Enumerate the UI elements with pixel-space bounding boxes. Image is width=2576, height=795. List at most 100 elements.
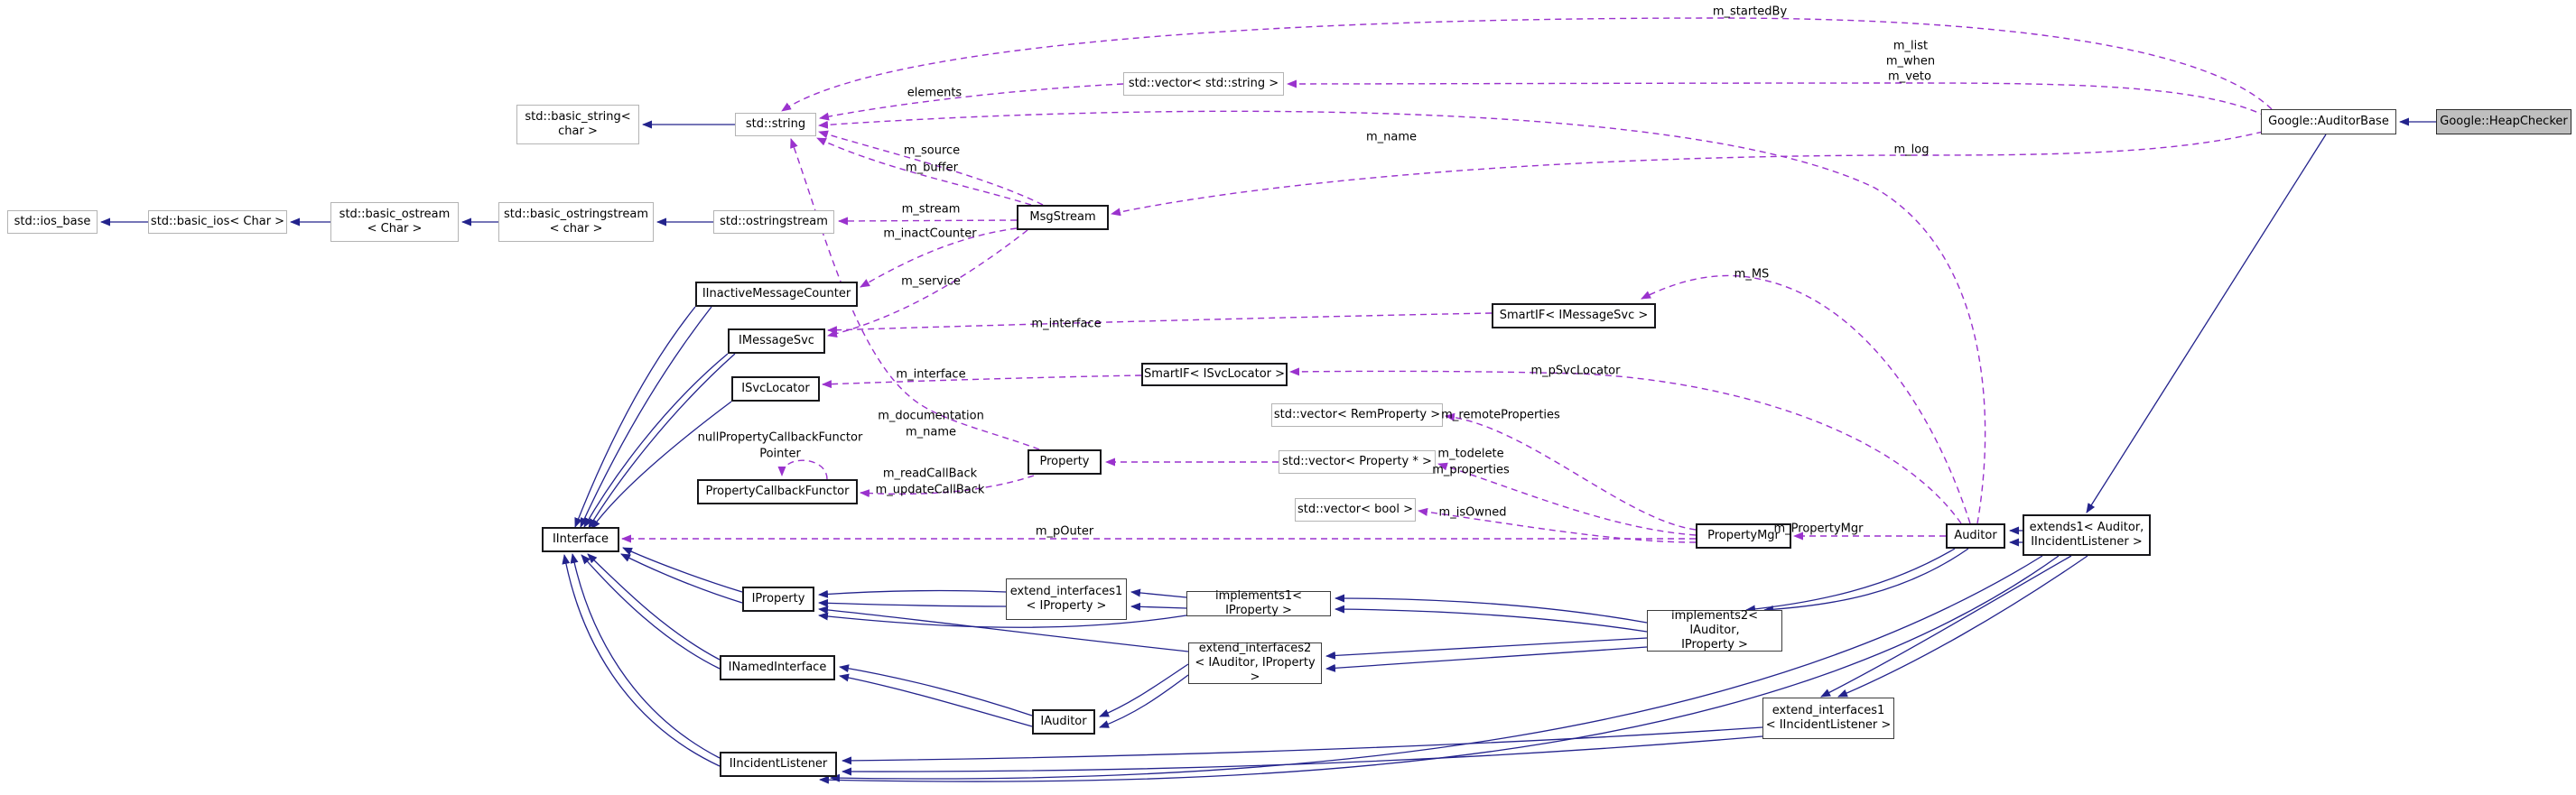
class-box-implements1-iproperty[interactable]: implements1< IProperty >	[1186, 589, 1331, 617]
class-box-google-heapchecker[interactable]: Google::HeapChecker	[2436, 109, 2571, 134]
usage-edge	[827, 312, 1493, 335]
inheritance-edge	[583, 353, 729, 528]
class-box-ios-base[interactable]: std::ios_base	[7, 210, 98, 234]
inheritance-edge	[842, 735, 1763, 776]
edge-label-m-updatecallback: m_updateCallBack	[875, 483, 985, 497]
inheritance-edge	[1837, 555, 2088, 698]
inheritance-edge	[574, 306, 696, 528]
inheritance-edge	[818, 598, 1007, 607]
class-box-iauditor[interactable]: IAuditor	[1032, 709, 1095, 735]
usage-edge	[819, 83, 1124, 121]
usage-edge	[781, 17, 2273, 112]
inheritance-edge	[1325, 646, 1648, 672]
class-box-iproperty[interactable]: IProperty	[742, 587, 814, 612]
class-box-extends1[interactable]: extends1< Auditor, IIncidentListener >	[2023, 514, 2151, 556]
class-box-implements2[interactable]: implements2< IAuditor, IProperty >	[1647, 609, 1782, 652]
usage-edge	[838, 217, 1018, 226]
usage-edge	[777, 459, 828, 480]
edge-label-m-todelete: m_todelete	[1437, 447, 1504, 461]
class-box-vector-bool[interactable]: std::vector< bool >	[1295, 498, 1416, 522]
class-box-smartif-imessagesvc[interactable]: SmartIF< IMessageSvc >	[1492, 303, 1656, 328]
class-box-propertycallbackfunctor[interactable]: PropertyCallbackFunctor	[697, 479, 858, 504]
edge-label-elements-top: elements	[907, 86, 963, 100]
usage-edge	[816, 137, 1032, 206]
inheritance-edge	[842, 726, 1763, 765]
edge-label-nullpcf-line2: Pointer	[759, 447, 801, 461]
edge-label-m-source: m_source	[903, 143, 961, 158]
edge-label-m-stream: m_stream	[901, 202, 961, 217]
class-box-vector-string[interactable]: std::vector< std::string >	[1123, 72, 1284, 96]
inheritance-edge	[818, 589, 1007, 598]
class-box-basic-ios[interactable]: std::basic_ios< Char >	[148, 210, 287, 234]
edge-label-m-veto: m_veto	[1888, 69, 1931, 84]
edge-label-m-pouter: m_pOuter	[1035, 524, 1094, 539]
edge-label-m-startedby: m_startedBy	[1712, 5, 1788, 19]
edge-label-m-list: m_list	[1892, 39, 1929, 53]
usage-edge	[860, 475, 1035, 498]
inheritance-edge	[1820, 555, 2072, 698]
class-box-inamedinterface[interactable]: INamedInterface	[720, 655, 835, 680]
class-box-iincidentlistener[interactable]: IIncidentListener	[720, 752, 837, 777]
class-box-auditor[interactable]: Auditor	[1946, 523, 2005, 549]
inheritance-edge	[620, 553, 743, 604]
usage-edge	[860, 227, 1018, 288]
usage-edge	[822, 374, 1142, 389]
inheritance-edge	[839, 673, 1033, 727]
edge-label-m-propertymgr: m_PropertyMgr	[1773, 522, 1864, 536]
class-box-google-auditorbase[interactable]: Google::AuditorBase	[2261, 109, 2396, 134]
edge-label-m-inactcounter: m_inactCounter	[883, 226, 977, 241]
usage-edge	[1418, 507, 1697, 543]
class-box-basic-ostream[interactable]: std::basic_ostream < Char >	[330, 202, 459, 242]
class-box-vector-remproperty[interactable]: std::vector< RemProperty >	[1271, 403, 1443, 427]
inheritance-edge	[1325, 637, 1648, 660]
class-box-imessagesvc[interactable]: IMessageSvc	[728, 328, 825, 354]
class-box-extend-interfaces2[interactable]: extend_interfaces2 < IAuditor, IProperty…	[1188, 642, 1322, 684]
class-box-property[interactable]: Property	[1028, 449, 1102, 475]
class-box-smartif-isvclocator[interactable]: SmartIF< ISvcLocator >	[1141, 363, 1288, 386]
usage-edge	[818, 110, 1986, 524]
inheritance-edge	[2086, 134, 2327, 513]
edge-label-m-log: m_log	[1893, 143, 1930, 157]
edge-label-m-buffer: m_buffer	[906, 161, 958, 175]
edge-label-m-remoteproperties: m_remoteProperties	[1441, 408, 1560, 422]
class-box-msgstream[interactable]: MsgStream	[1017, 205, 1109, 230]
edge-label-m-service: m_service	[901, 274, 961, 289]
edge-label-m-readcallback: m_readCallBack	[882, 467, 978, 481]
class-box-iinterface[interactable]: IInterface	[542, 527, 619, 552]
class-box-string[interactable]: std::string	[735, 113, 816, 136]
edge-label-m-when: m_when	[1885, 54, 1936, 69]
inheritance-edge	[588, 353, 736, 529]
edge-label-m-interface-2: m_interface	[896, 367, 966, 382]
class-box-vector-property-ptr[interactable]: std::vector< Property * >	[1279, 450, 1436, 474]
edge-label-m-properties: m_properties	[1432, 463, 1510, 477]
inheritance-edge	[1763, 548, 1969, 614]
inheritance-edge	[562, 554, 721, 767]
inheritance-edge	[587, 553, 721, 661]
inheritance-edge	[580, 306, 712, 528]
class-box-ostringstream[interactable]: std::ostringstream	[713, 210, 834, 234]
inheritance-edge	[830, 555, 2043, 782]
class-box-propertymgr[interactable]: PropertyMgr	[1696, 523, 1791, 549]
inheritance-edge	[622, 547, 743, 593]
class-box-basic-ostringstream[interactable]: std::basic_ostringstream < char >	[498, 202, 654, 242]
usage-edge	[1437, 462, 1697, 536]
class-box-isvclocator[interactable]: ISvcLocator	[731, 376, 820, 402]
usage-edge	[1641, 274, 1971, 524]
class-box-extend-interfaces1-iincidentlistener[interactable]: extend_interfaces1 < IIncidentListener >	[1762, 698, 1894, 739]
edge-label-m-name-mid: m_name	[905, 425, 957, 439]
class-box-extend-interfaces1-iproperty[interactable]: extend_interfaces1 < IProperty >	[1006, 578, 1127, 620]
inheritance-edge	[818, 605, 1189, 652]
inheritance-edge	[1745, 548, 1956, 614]
edge-label-m-documentation: m_documentation	[878, 409, 984, 423]
class-box-basic-string[interactable]: std::basic_string< char >	[516, 105, 639, 144]
usage-edge	[1445, 412, 1697, 531]
inheritance-edge	[818, 612, 1187, 628]
inheritance-edge	[1334, 594, 1648, 624]
usage-edge	[1287, 79, 2267, 117]
class-box-iinactivemessagecounter[interactable]: IInactiveMessageCounter	[695, 282, 858, 307]
inheritance-edge	[1130, 588, 1187, 598]
inheritance-edge	[819, 555, 2060, 784]
inheritance-edge	[1099, 663, 1189, 717]
usage-edge	[1111, 131, 2264, 217]
